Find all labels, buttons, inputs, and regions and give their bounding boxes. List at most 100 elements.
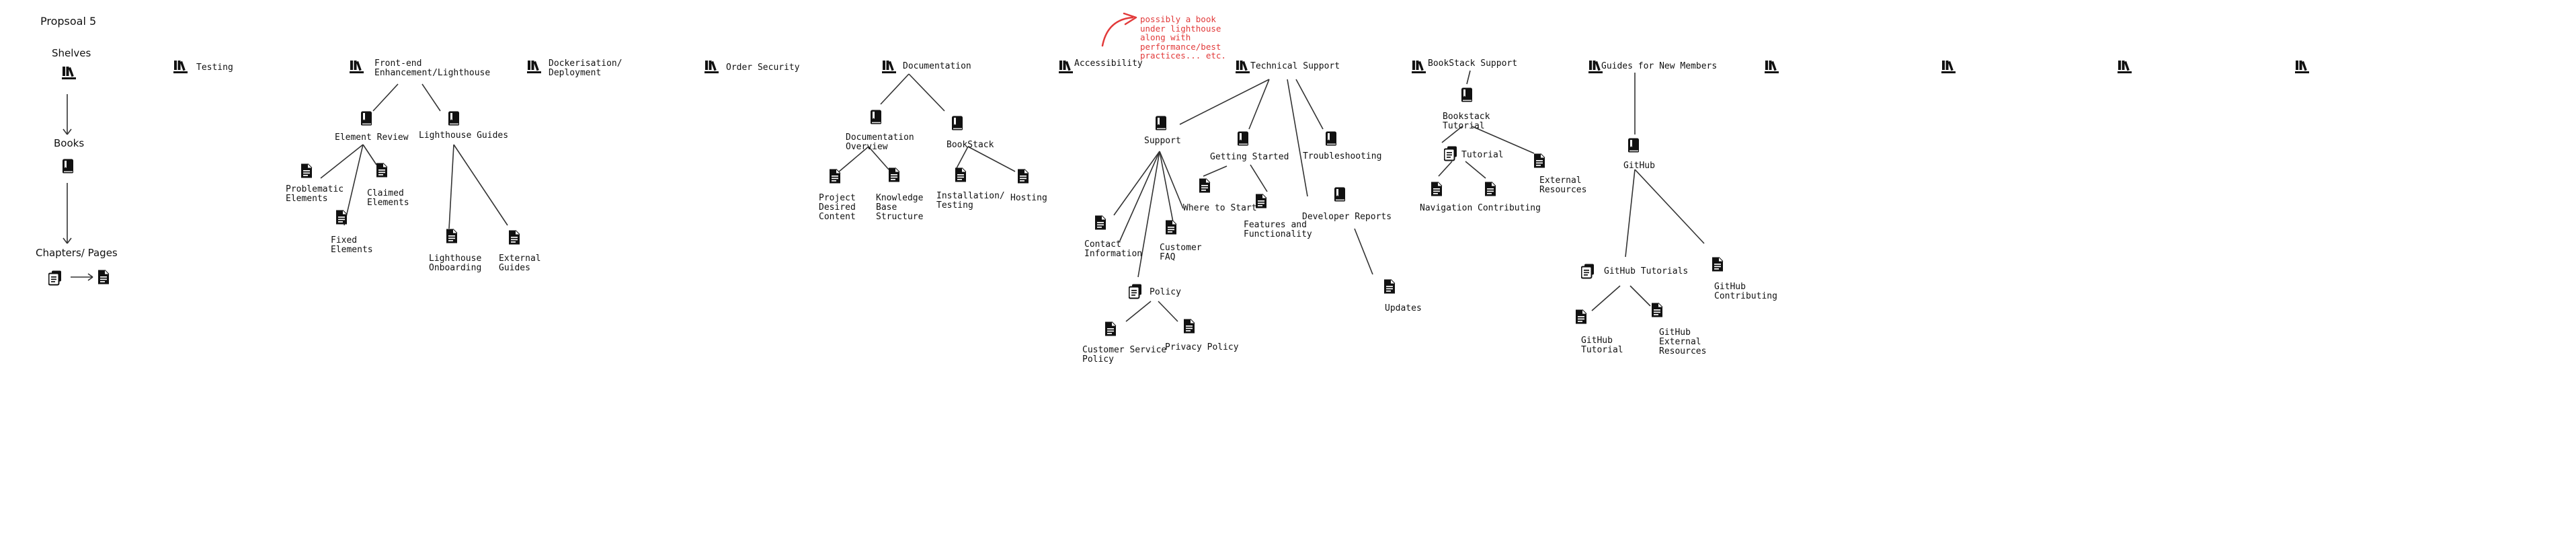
shelf-label-order-security: Order Security [726, 63, 800, 73]
page-hosting-icon [1018, 169, 1029, 184]
book-lighthouse-guides-icon [448, 111, 459, 126]
shelf-label-front-end: Front-end Enhancement/Lighthouse [374, 59, 491, 78]
shelf-label-guides-new-members: Guides for New Members [1601, 61, 1718, 71]
page-github-contributing-icon [1712, 257, 1724, 272]
chapter-policy-icon [1129, 284, 1141, 299]
chapter-label-github-tutorials: GitHub Tutorials [1604, 266, 1689, 276]
page-problematic-elements-icon [301, 163, 313, 178]
legend-page-icon [98, 270, 110, 284]
page-label-knowledge-base-structure: Knowledge Base Structure [876, 193, 924, 222]
book-label-github: GitHub [1623, 161, 1655, 171]
book-documentation-overview-icon [871, 110, 881, 124]
chapter-label-tutorial: Tutorial [1461, 150, 1504, 160]
page-title: Propsoal 5 [40, 15, 97, 28]
page-label-where-to-start: Where to Start [1183, 203, 1257, 213]
legend-chapters-pages-label: Chapters/ Pages [36, 247, 118, 259]
page-label-lighthouse-onboarding: Lighthouse Onboarding [429, 254, 482, 273]
book-label-lighthouse-guides: Lighthouse Guides [419, 130, 509, 141]
shelf-dockerisation-icon [527, 61, 541, 73]
shelf-accessibility-icon [1059, 61, 1073, 73]
book-label-bookstack: BookStack [947, 140, 994, 150]
shelf-bookstack-support-icon [1412, 61, 1426, 73]
page-label-hosting: Hosting [1010, 193, 1047, 203]
chapter-label-policy: Policy [1150, 287, 1181, 297]
page-label-customer-service-policy: Customer Service Policy [1082, 345, 1167, 364]
page-github-tutorial-icon [1576, 309, 1587, 324]
book-troubleshooting-icon [1326, 131, 1336, 146]
shelf-empty-4-icon [2295, 61, 2309, 73]
page-label-contact-information: Contact Information [1084, 239, 1143, 259]
page-customer-faq-icon [1166, 220, 1177, 235]
shelf-testing-icon [173, 61, 188, 73]
page-label-project-desired-content: Project Desired Content [819, 193, 856, 222]
shelf-label-accessibility: Accessibility [1074, 59, 1143, 69]
page-label-github-tutorial: GitHub Tutorial [1581, 336, 1623, 355]
shelf-order-security-icon [705, 61, 719, 73]
shelf-label-dockerisation: Dockerisation/ Deployment [549, 59, 622, 78]
shelf-label-testing: Testing [196, 63, 233, 73]
shelf-documentation-icon [882, 61, 896, 73]
legend-book-icon [63, 159, 73, 174]
shelf-label-bookstack-support: BookStack Support [1428, 59, 1518, 69]
chapter-github-tutorials-icon [1581, 264, 1594, 279]
page-installation-testing-icon [955, 167, 967, 182]
page-external-resources-icon [1534, 153, 1545, 168]
page-github-external-resources-icon [1652, 303, 1663, 317]
book-github-icon [1628, 138, 1639, 153]
legend-books-label: Books [54, 137, 85, 149]
book-bookstack-icon [952, 116, 963, 130]
page-contributing-icon [1485, 182, 1496, 196]
page-label-problematic-elements: Problematic Elements [286, 184, 344, 204]
page-label-navigation: Navigation [1420, 203, 1473, 213]
legend-chapter-icon [48, 270, 61, 286]
page-label-privacy-policy: Privacy Policy [1165, 342, 1239, 352]
shelf-front-end-icon [350, 61, 364, 73]
legend-shelf-icon [62, 67, 76, 79]
shelf-empty-3-icon [2118, 61, 2132, 73]
book-label-element-review: Element Review [335, 132, 409, 143]
page-label-fixed-elements: Fixed Elements [331, 235, 373, 255]
book-getting-started-icon [1238, 131, 1248, 146]
shelf-empty-1-icon [1765, 61, 1779, 73]
page-label-contributing: Contributing [1478, 203, 1541, 213]
page-label-customer-faq: Customer FAQ [1160, 243, 1202, 262]
page-label-features-and-functionality: Features and Functionality [1244, 220, 1312, 239]
page-lighthouse-onboarding-icon [446, 229, 458, 243]
page-features-and-functionality-icon [1256, 194, 1267, 208]
page-contact-information-icon [1095, 215, 1106, 230]
book-support-icon [1156, 116, 1166, 130]
shelf-label-technical-support: Technical Support [1250, 61, 1340, 71]
book-label-support: Support [1144, 136, 1181, 146]
book-label-getting-started: Getting Started [1210, 152, 1289, 162]
book-label-troubleshooting: Troubleshooting [1303, 151, 1382, 161]
book-element-review-icon [361, 111, 372, 126]
page-label-github-contributing: GitHub Contributing [1714, 282, 1777, 301]
page-fixed-elements-icon [336, 210, 348, 225]
shelf-guides-new-members-icon [1588, 61, 1603, 73]
page-privacy-policy-icon [1184, 319, 1195, 334]
page-label-updates: Updates [1385, 303, 1422, 313]
book-bookstack-tutorial-icon [1461, 87, 1472, 102]
legend-shelves-label: Shelves [52, 47, 91, 59]
page-label-github-external-resources: GitHub External Resources [1659, 328, 1707, 356]
page-claimed-elements-icon [376, 163, 388, 178]
book-label-documentation-overview: Documentation Overview [846, 132, 914, 152]
page-customer-service-policy-icon [1105, 321, 1117, 336]
page-knowledge-base-structure-icon [889, 167, 900, 182]
annotation-note: possibly a book under lighthouse along w… [1140, 14, 1226, 61]
page-label-installation-testing: Installation/ Testing [936, 191, 1005, 210]
book-developer-reports-icon [1334, 187, 1345, 202]
page-navigation-icon [1431, 182, 1443, 196]
page-label-external-guides: External Guides [499, 254, 541, 273]
book-label-bookstack-tutorial: Bookstack Tutorial [1443, 112, 1490, 131]
shelf-empty-2-icon [1941, 61, 1956, 73]
page-label-external-resources: External Resources [1539, 176, 1587, 195]
page-external-guides-icon [509, 230, 520, 245]
page-project-desired-content-icon [830, 169, 841, 184]
page-updates-icon [1384, 279, 1396, 294]
shelf-technical-support-icon [1236, 61, 1250, 73]
page-label-claimed-elements: Claimed Elements [367, 188, 409, 208]
